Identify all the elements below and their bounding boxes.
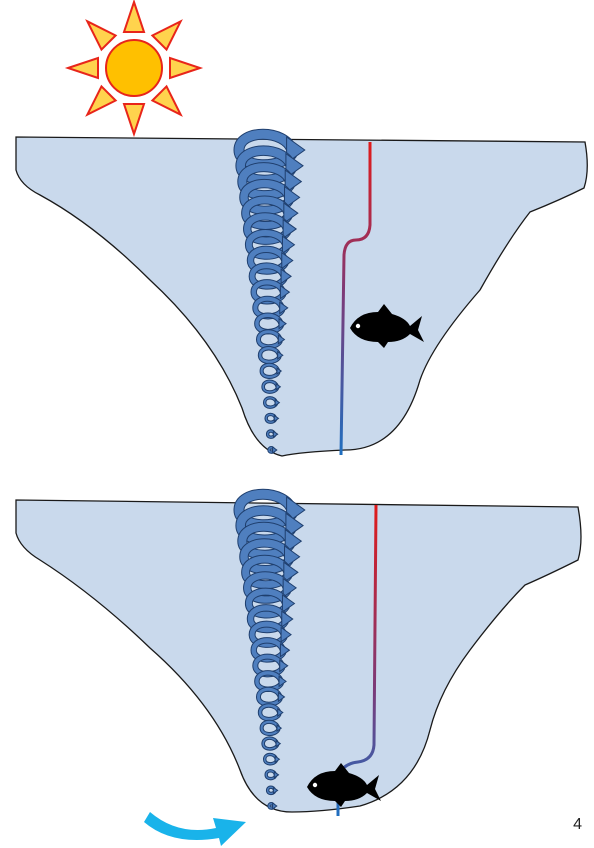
lake-basin-top — [16, 137, 587, 456]
sun-core — [106, 40, 162, 96]
lake-mixing-panel — [16, 494, 581, 846]
sun-ray — [87, 21, 115, 49]
sun-ray — [152, 86, 180, 114]
lake-basin-bottom — [16, 500, 581, 812]
sun-ray — [68, 58, 98, 78]
lake-summer-panel — [16, 134, 587, 456]
sun-ray — [124, 104, 144, 134]
sun-ray — [152, 21, 180, 49]
curved-arrow-icon — [144, 812, 246, 846]
page-number: 4 — [573, 816, 582, 834]
sun-ray — [124, 2, 144, 32]
sun-ray — [170, 58, 200, 78]
sun-icon — [68, 2, 200, 134]
sun-ray — [87, 86, 115, 114]
